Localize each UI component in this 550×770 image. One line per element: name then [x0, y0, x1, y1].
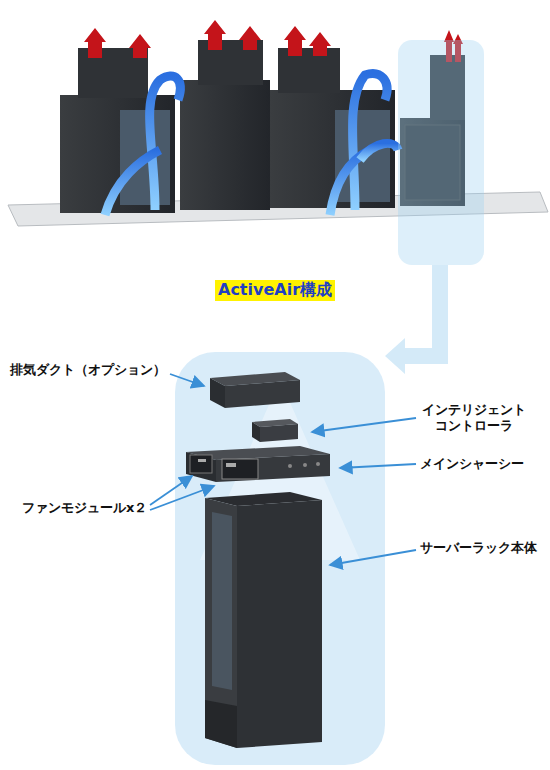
part-label: メインシャーシー — [420, 456, 524, 472]
leader-lines — [150, 374, 416, 565]
highlight-region — [175, 352, 385, 765]
intelligent-controller — [252, 419, 298, 442]
zoom-arrow — [385, 265, 448, 374]
part-label: サーバーラック本体 — [420, 540, 537, 556]
airflow — [105, 74, 398, 215]
exhaust-duct — [210, 372, 300, 408]
main-chassis — [186, 446, 330, 482]
part-label: インテリジェント コントローラ — [418, 402, 530, 435]
part-label: ファンモジュールx２ — [22, 500, 147, 516]
highlight-region — [398, 40, 484, 265]
server-rack — [205, 492, 322, 748]
part-label: 排気ダクト（オプション） — [10, 362, 166, 378]
section-title: ActiveAir構成 — [215, 280, 335, 301]
